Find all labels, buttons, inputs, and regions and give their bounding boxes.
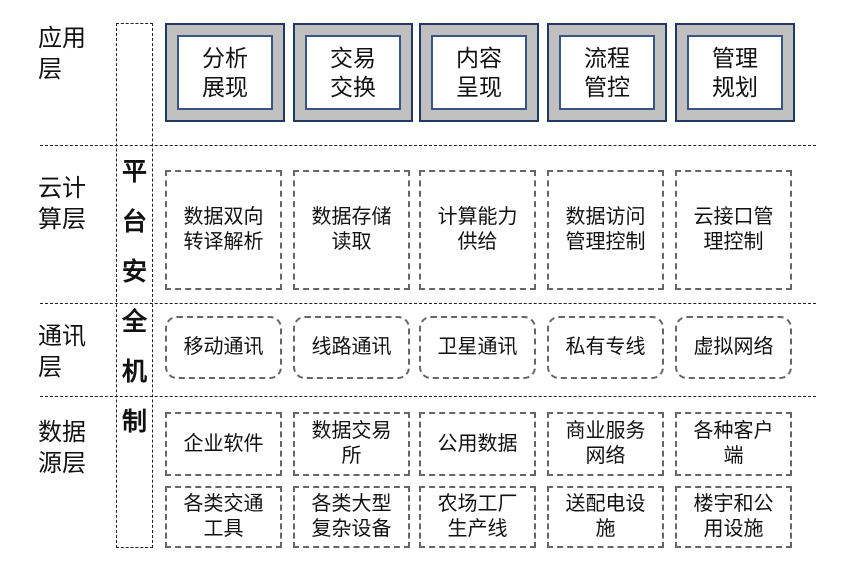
- application-box: 交易交换: [293, 23, 413, 122]
- box-text: 线路通讯: [311, 336, 392, 358]
- box-text-line1: 交易: [330, 45, 376, 71]
- box-text-line2: 读取: [331, 231, 372, 253]
- cloud-box: 云接口管理控制: [675, 170, 792, 290]
- box-text-line2: 展现: [202, 74, 248, 100]
- security-char: 制: [121, 409, 147, 436]
- application-box: 管理规划: [675, 23, 795, 122]
- box-text-line2: 复杂设备: [311, 518, 392, 540]
- divider-line: [40, 396, 816, 397]
- box-text-line2: 转译解析: [183, 231, 264, 253]
- box-text-line2: 管理控制: [565, 231, 646, 253]
- data-source-box: 各种客户端: [675, 412, 792, 476]
- data-source-box: 各类交通工具: [165, 486, 282, 548]
- box-text-line1: 数据双向: [183, 206, 264, 228]
- application-box: 流程管控: [547, 23, 667, 122]
- box-text-line1: 数据访问: [565, 206, 646, 228]
- box-text-line1: 送配电设: [565, 493, 646, 515]
- data-source-box: 楼宇和公用设施: [675, 486, 792, 548]
- box-text-line2: 交换: [330, 74, 376, 100]
- communication-box: 虚拟网络: [675, 316, 792, 379]
- layer-label-communication: 通讯层: [38, 324, 86, 381]
- box-text-line2: 生产线: [447, 518, 508, 540]
- data-source-box: 企业软件: [165, 412, 282, 476]
- box-text-line1: 公用数据: [437, 432, 518, 455]
- data-source-box: 农场工厂生产线: [419, 486, 536, 548]
- box-text-line1: 数据交易: [311, 420, 392, 442]
- divider-line: [40, 303, 816, 304]
- box-text-line1: 农场工厂: [437, 493, 518, 515]
- box-text-line1: 各类大型: [311, 493, 392, 515]
- box-text-line1: 云接口管: [693, 206, 774, 228]
- box-text-line1: 楼宇和公: [693, 493, 774, 515]
- layer-label-cloud: 云计算层: [38, 176, 86, 233]
- box-text-line1: 数据存储: [311, 206, 392, 228]
- box-text-line2: 理控制: [703, 231, 764, 253]
- box-text-line2: 端: [723, 445, 744, 467]
- box-text-line2: 规划: [712, 74, 758, 100]
- application-box: 分析展现: [165, 23, 285, 122]
- cloud-box: 计算能力供给: [419, 170, 536, 290]
- layer-label-application: 应用层: [38, 26, 86, 83]
- box-text-line2: 供给: [457, 231, 498, 253]
- box-text-line1: 管理: [712, 45, 758, 71]
- divider-line: [40, 145, 816, 146]
- box-text: 私有专线: [565, 336, 646, 358]
- box-text-line2: 呈现: [456, 74, 502, 100]
- communication-box: 移动通讯: [165, 316, 282, 379]
- box-text-line2: 网络: [585, 445, 626, 467]
- security-char: 机: [121, 359, 147, 386]
- security-char: 全: [121, 309, 147, 336]
- box-text: 移动通讯: [183, 336, 264, 358]
- layer-label-data-source: 数据源层: [38, 420, 86, 477]
- box-text-line2: 所: [341, 445, 362, 467]
- application-box: 内容呈现: [419, 23, 539, 122]
- box-text-line2: 工具: [203, 518, 244, 540]
- box-text-line2: 管控: [584, 74, 630, 100]
- security-char: 台: [121, 209, 147, 236]
- box-text-line1: 计算能力: [437, 206, 518, 228]
- box-text-line1: 各种客户: [693, 420, 774, 442]
- security-char: 平: [121, 159, 147, 186]
- box-text-line1: 企业软件: [183, 432, 264, 455]
- data-source-box: 送配电设施: [547, 486, 664, 548]
- box-text-line1: 流程: [584, 45, 630, 71]
- communication-box: 线路通讯: [293, 316, 410, 379]
- box-text-line1: 内容: [456, 45, 502, 71]
- box-text: 卫星通讯: [437, 336, 518, 358]
- box-text-line1: 商业服务: [565, 420, 646, 442]
- box-text-line1: 各类交通: [183, 493, 264, 515]
- box-text-line2: 施: [595, 518, 616, 540]
- communication-box: 卫星通讯: [419, 316, 536, 379]
- cloud-box: 数据存储读取: [293, 170, 410, 290]
- cloud-box: 数据双向转译解析: [165, 170, 282, 290]
- data-source-box: 商业服务网络: [547, 412, 664, 476]
- platform-security-column: 平台安全机制: [116, 23, 153, 548]
- cloud-box: 数据访问管理控制: [547, 170, 664, 290]
- box-text-line2: 用设施: [703, 518, 764, 540]
- box-text-line1: 分析: [202, 45, 248, 71]
- data-source-box: 公用数据: [419, 412, 536, 476]
- box-text: 虚拟网络: [693, 336, 774, 358]
- communication-box: 私有专线: [547, 316, 664, 379]
- security-char: 安: [121, 259, 147, 286]
- data-source-box: 各类大型复杂设备: [293, 486, 410, 548]
- data-source-box: 数据交易所: [293, 412, 410, 476]
